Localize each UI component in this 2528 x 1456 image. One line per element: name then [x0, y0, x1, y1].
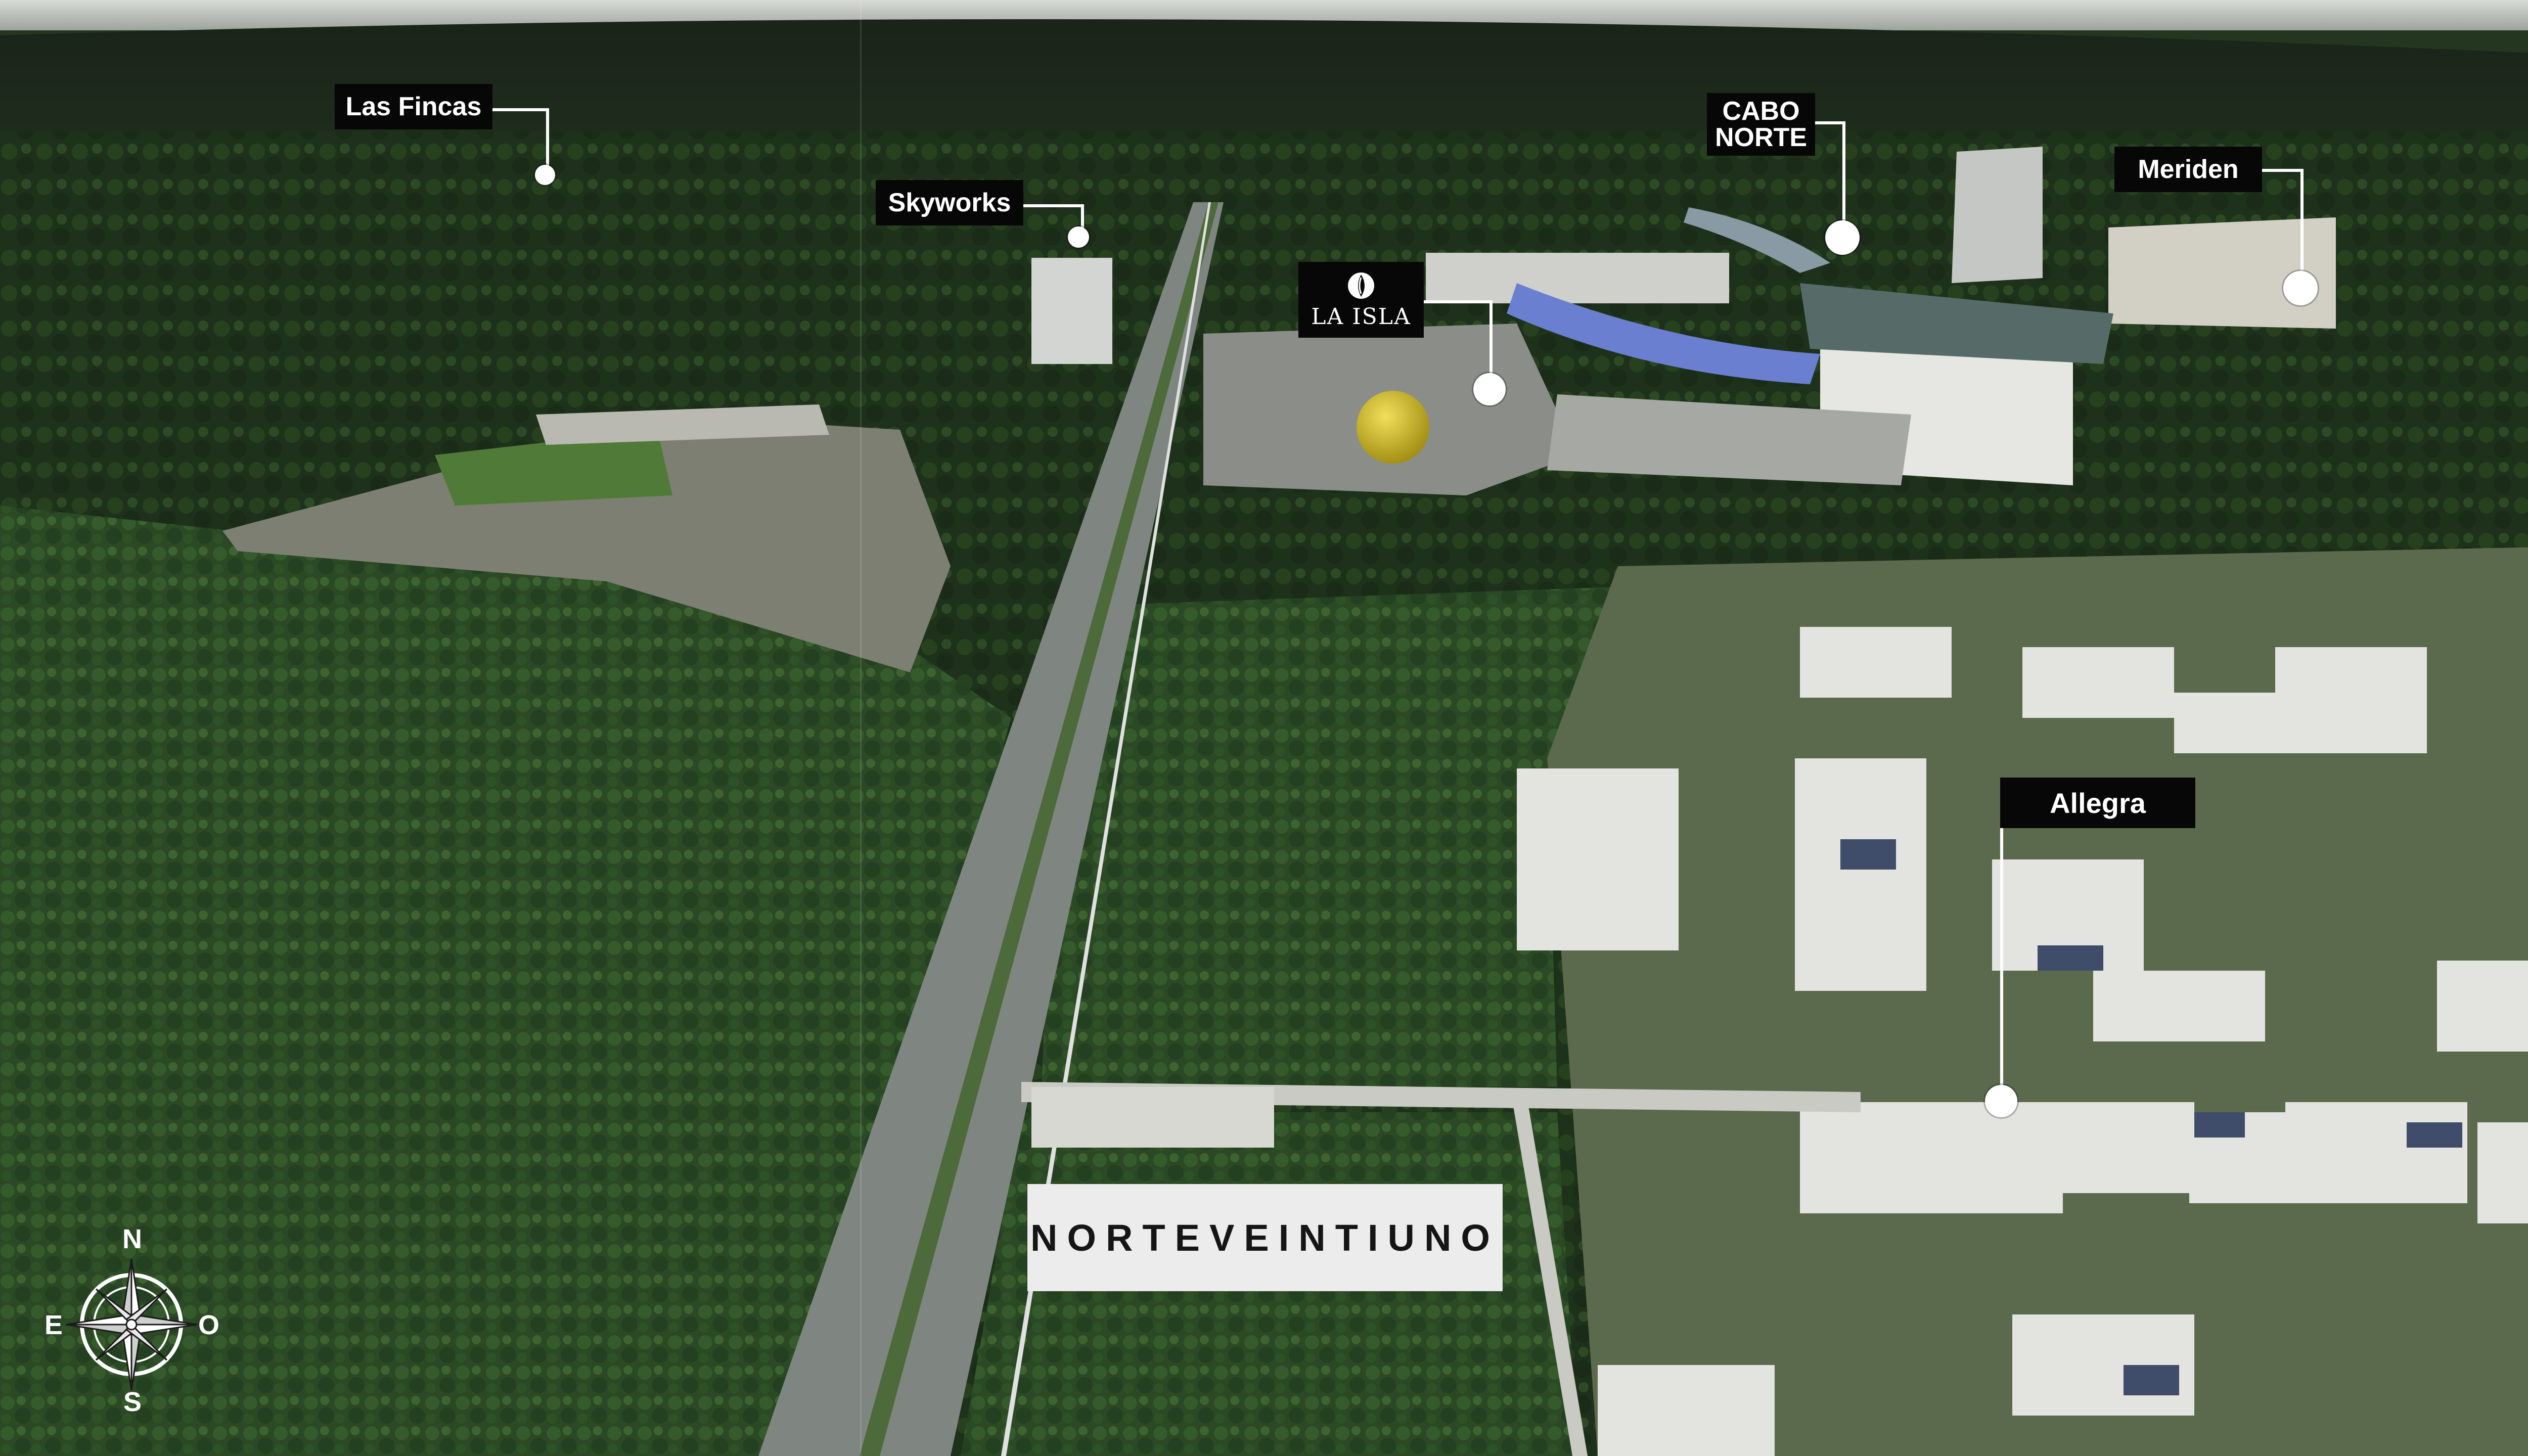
compass-north-label: N: [122, 1224, 142, 1254]
skyworks-label-text: Skyworks: [888, 188, 1011, 217]
cabo-norte-leader: [1813, 121, 1845, 237]
cabo-norte-label[interactable]: CABO NORTE: [1707, 93, 1815, 156]
las-fincas-pin-dot-icon[interactable]: [535, 165, 555, 185]
cabo-norte-pin-dot-icon[interactable]: [1825, 220, 1860, 255]
compass-rose-icon: [65, 1258, 198, 1391]
compass-south-label: S: [123, 1387, 142, 1417]
skyworks-pin-dot-icon[interactable]: [1068, 226, 1089, 248]
cabo-norte-label-line1: CABO: [1722, 97, 1800, 126]
compass-west-label: O: [198, 1310, 220, 1340]
cabo-norte-label-line2: NORTE: [1715, 123, 1807, 152]
project-name-text: NORTEVEINTIUNO: [1030, 1216, 1500, 1259]
compass-east-label: E: [44, 1310, 63, 1340]
allegra-label[interactable]: Allegra: [2000, 778, 2195, 828]
las-fincas-label-text: Las Fincas: [345, 92, 482, 121]
la-isla-label[interactable]: LA ISLA: [1298, 262, 1424, 338]
allegra-label-text: Allegra: [2050, 787, 2146, 819]
meriden-label[interactable]: Meriden: [2114, 147, 2262, 192]
skyworks-leader: [1021, 204, 1084, 241]
las-fincas-leader: [490, 108, 549, 180]
allegra-pin-dot-icon[interactable]: [1985, 1085, 2017, 1117]
skyworks-label[interactable]: Skyworks: [876, 180, 1023, 225]
la-isla-label-text: LA ISLA: [1311, 303, 1411, 330]
allegra-leader: [2000, 803, 2023, 1103]
meriden-pin-dot-icon[interactable]: [2283, 271, 2318, 305]
la-isla-leader: [1424, 300, 1493, 391]
compass-rose: N S E O: [40, 1223, 233, 1417]
la-isla-logo-icon: [1348, 272, 1374, 299]
meriden-label-text: Meriden: [2138, 155, 2239, 184]
la-isla-pin-dot-icon[interactable]: [1473, 373, 1506, 405]
meriden-leader: [2260, 169, 2304, 286]
las-fincas-label[interactable]: Las Fincas: [335, 84, 492, 129]
project-name-box[interactable]: NORTEVEINTIUNO: [1027, 1184, 1503, 1291]
